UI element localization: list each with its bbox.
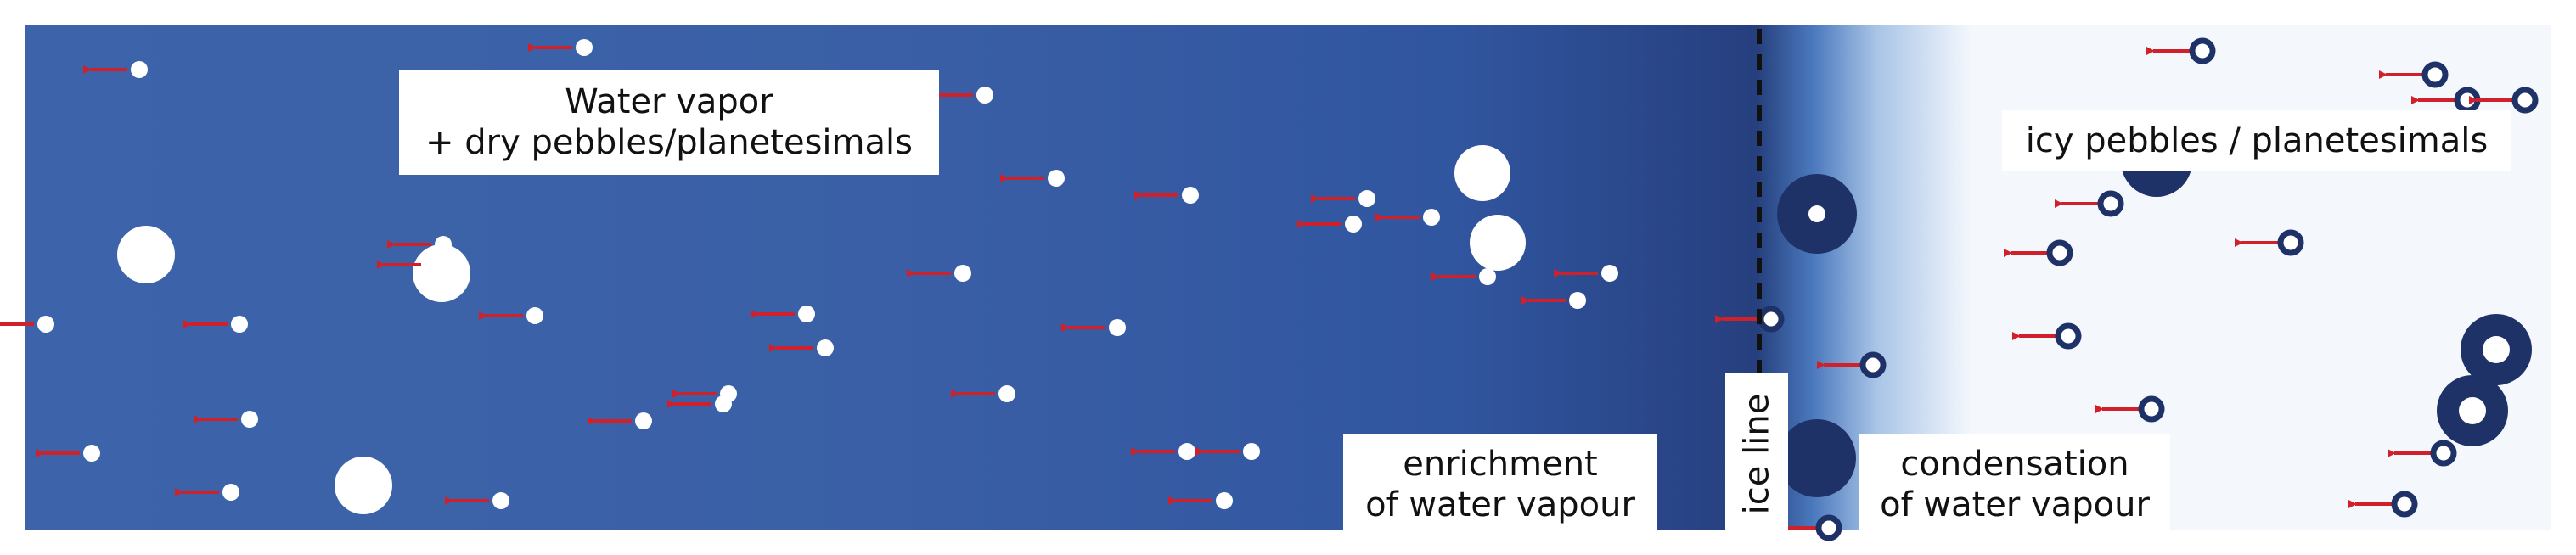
cold-region-label-text: icy pebbles / planetesimals	[2025, 121, 2489, 160]
dry-pebble	[954, 265, 971, 282]
dry-pebble	[1479, 268, 1496, 285]
dry-pebble	[1345, 216, 1362, 233]
dry-pebble	[526, 307, 543, 324]
dry-pebble	[1601, 265, 1618, 282]
dry-pebble	[1182, 187, 1199, 204]
dry-pebble	[425, 256, 442, 273]
dry-pebble	[1216, 492, 1233, 509]
enrichment-label: enrichment of water vapour	[1343, 434, 1657, 535]
warm-region-label: Water vapor + dry pebbles/planetesimals	[399, 70, 939, 175]
dry-pebble	[37, 316, 54, 333]
dry-pebble	[1109, 319, 1126, 336]
dry-pebble	[1178, 443, 1195, 460]
icy-pebble	[1859, 351, 1887, 378]
icy-pebble	[2097, 190, 2124, 217]
dry-pebble	[798, 306, 815, 322]
dry-planetesimal	[1454, 145, 1510, 201]
icy-pebble	[2430, 440, 2457, 467]
dry-planetesimal	[1470, 215, 1526, 271]
icy-pebble	[2454, 87, 2481, 114]
icy-pebble	[2391, 491, 2418, 518]
icy-pebble	[2421, 61, 2449, 88]
dry-pebble	[715, 395, 732, 412]
dry-planetesimal	[117, 226, 175, 283]
warm-region-label-line2: + dry pebbles/planetesimals	[425, 123, 913, 162]
dry-pebble	[1048, 170, 1065, 187]
dry-planetesimal	[335, 457, 392, 514]
cold-region-label: icy pebbles / planetesimals	[2002, 110, 2511, 171]
icy-pebble	[1758, 306, 1785, 333]
dry-pebble	[435, 236, 452, 253]
icy-pebble	[2138, 395, 2165, 423]
dry-pebble	[492, 492, 509, 509]
drifting-pebbles	[0, 37, 2539, 541]
icy-pebble	[2189, 37, 2216, 64]
dry-pebble	[1358, 190, 1375, 207]
dry-pebble	[1243, 443, 1260, 460]
icy-pebble	[2046, 239, 2073, 266]
dry-pebble	[1569, 292, 1586, 309]
enrichment-label-line1: enrichment	[1403, 445, 1598, 484]
dry-pebble	[241, 411, 258, 428]
warm-region-label-line1: Water vapor	[565, 82, 773, 121]
dry-pebble	[976, 87, 993, 104]
dry-pebble	[83, 445, 100, 462]
icy-planetesimal	[1778, 419, 1856, 497]
condensation-label-line2: of water vapour	[1880, 485, 2150, 524]
condensation-label-line1: condensation	[1900, 445, 2129, 484]
condensation-label: condensation of water vapour	[1859, 434, 2170, 535]
dry-pebble	[817, 339, 834, 356]
icy-pebble	[2055, 322, 2082, 350]
dry-pebble	[131, 61, 148, 78]
dry-pebble	[1423, 209, 1440, 226]
ice-line-label-text: ice line	[1737, 393, 1776, 515]
ice-line-label: ice line	[1725, 373, 1788, 535]
dry-pebble	[222, 484, 239, 501]
dry-pebble	[635, 412, 652, 429]
icy-pebble	[2511, 87, 2539, 114]
dry-pebble	[576, 39, 593, 56]
dry-pebble	[231, 316, 248, 333]
dry-planetesimal	[413, 244, 470, 302]
dry-pebble	[998, 385, 1015, 402]
enrichment-label-line2: of water vapour	[1365, 485, 1635, 524]
icy-pebble	[1815, 514, 1842, 541]
icy-pebble	[2277, 229, 2304, 256]
